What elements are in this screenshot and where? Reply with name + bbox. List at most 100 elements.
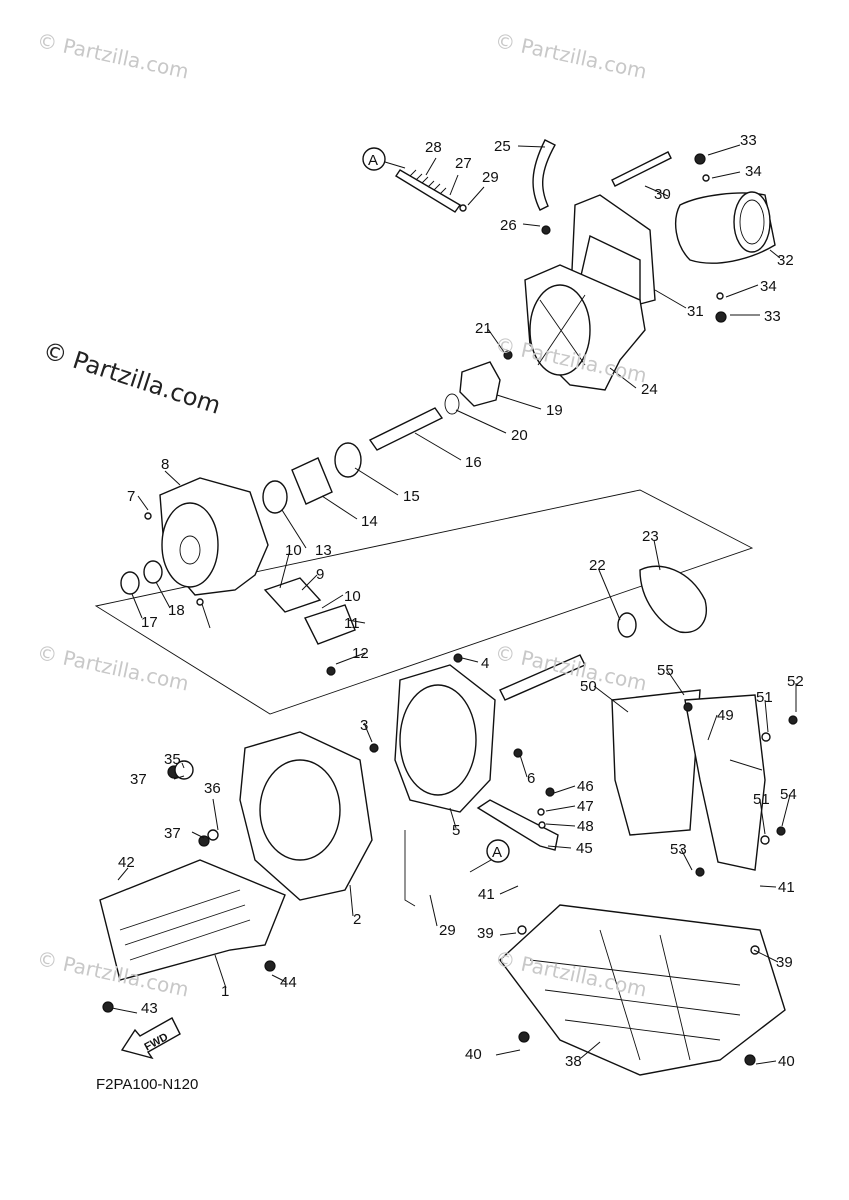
part-hose-25 bbox=[532, 139, 556, 211]
callout-30: 30 bbox=[654, 186, 671, 203]
callout-3: 3 bbox=[360, 717, 368, 734]
callout-17: 17 bbox=[141, 614, 158, 631]
callout-51b: 51 bbox=[753, 791, 770, 808]
callout-54: 54 bbox=[780, 786, 797, 803]
part-cover-11 bbox=[304, 604, 356, 645]
callout-2: 2 bbox=[353, 911, 361, 928]
callout-40a: 40 bbox=[465, 1046, 482, 1063]
callout-48: 48 bbox=[577, 818, 594, 835]
callout-47: 47 bbox=[577, 798, 594, 815]
callout-42: 42 bbox=[118, 854, 135, 871]
callout-labels: 1 2 3 4 5 6 7 8 9 10 10 11 12 13 14 15 1… bbox=[118, 132, 804, 1070]
part-plate-49 bbox=[684, 694, 766, 871]
callout-29b: 29 bbox=[439, 922, 456, 939]
callout-31: 31 bbox=[687, 303, 704, 320]
callout-1: 1 bbox=[221, 983, 229, 1000]
leader-lines bbox=[111, 144, 797, 1065]
callout-16: 16 bbox=[465, 454, 482, 471]
callout-52: 52 bbox=[787, 673, 804, 690]
part-oring-20 bbox=[444, 393, 460, 415]
callout-46: 46 bbox=[577, 778, 594, 795]
callout-10b: 10 bbox=[344, 588, 361, 605]
part-bracket-45 bbox=[476, 799, 559, 851]
part-plate-9 bbox=[263, 577, 322, 613]
callout-21: 21 bbox=[475, 320, 492, 337]
callout-28: 28 bbox=[425, 139, 442, 156]
callout-5: 5 bbox=[452, 822, 460, 839]
part-bolt-30 bbox=[611, 151, 672, 187]
part-drive-shaft bbox=[499, 654, 586, 701]
part-impeller-23 bbox=[639, 565, 707, 634]
callout-24: 24 bbox=[641, 381, 658, 398]
callout-12: 12 bbox=[352, 645, 369, 662]
part-seal-17 bbox=[120, 571, 140, 595]
callout-23: 23 bbox=[642, 528, 659, 545]
callout-34a: 34 bbox=[745, 163, 762, 180]
grate-bars bbox=[119, 889, 251, 961]
callout-35: 35 bbox=[164, 751, 181, 768]
part-rod-28 bbox=[395, 169, 462, 213]
part-shaft-16 bbox=[368, 407, 444, 451]
ref-marker-a-top: A bbox=[362, 147, 406, 171]
callout-27: 27 bbox=[455, 155, 472, 172]
part-plate-50 bbox=[611, 689, 701, 836]
callout-37b: 37 bbox=[164, 825, 181, 842]
callout-33b: 33 bbox=[764, 308, 781, 325]
part-grate-1 bbox=[99, 859, 286, 981]
callout-34b: 34 bbox=[760, 278, 777, 295]
callout-37a: 37 bbox=[130, 771, 147, 788]
callout-10a: 10 bbox=[285, 542, 302, 559]
callout-11: 11 bbox=[344, 615, 360, 632]
svg-text:A: A bbox=[492, 844, 502, 861]
part-cover-19 bbox=[459, 361, 501, 407]
callout-20: 20 bbox=[511, 427, 528, 444]
callout-39a: 39 bbox=[477, 925, 494, 942]
part-nozzle-32 bbox=[674, 191, 776, 264]
callout-51a: 51 bbox=[756, 689, 773, 706]
callout-50: 50 bbox=[580, 678, 597, 695]
ref-marker-a-bottom: A bbox=[469, 839, 510, 873]
callout-25: 25 bbox=[494, 138, 511, 155]
callout-40b: 40 bbox=[778, 1053, 795, 1070]
svg-text:A: A bbox=[368, 152, 378, 169]
fwd-arrow: FWD bbox=[120, 1017, 181, 1060]
part-intake-2 bbox=[239, 731, 373, 901]
callout-45: 45 bbox=[576, 840, 593, 857]
callout-43: 43 bbox=[141, 1000, 158, 1017]
callout-8: 8 bbox=[161, 456, 169, 473]
callout-4: 4 bbox=[481, 655, 489, 672]
callout-18: 18 bbox=[168, 602, 185, 619]
ref-line bbox=[404, 830, 416, 907]
callout-41a: 41 bbox=[478, 886, 495, 903]
part-spring-22 bbox=[617, 612, 637, 638]
callout-6: 6 bbox=[527, 770, 535, 787]
callout-44: 44 bbox=[280, 974, 297, 991]
callout-19: 19 bbox=[546, 402, 563, 419]
callout-13: 13 bbox=[315, 542, 332, 559]
callout-14: 14 bbox=[361, 513, 378, 530]
part-housing-5 bbox=[394, 664, 496, 813]
callout-7a: 7 bbox=[127, 488, 135, 505]
callout-49: 49 bbox=[717, 707, 734, 724]
part-bearing-15 bbox=[334, 442, 362, 478]
callout-41b: 41 bbox=[778, 879, 795, 896]
part-ride-plate-38 bbox=[499, 904, 786, 1076]
callout-32: 32 bbox=[777, 252, 794, 269]
diagram-code: F2PA100-N120 bbox=[96, 1076, 199, 1093]
part-housing-8 bbox=[159, 477, 269, 596]
callout-33a: 33 bbox=[740, 132, 757, 149]
callout-39b: 39 bbox=[776, 954, 793, 971]
callout-22: 22 bbox=[589, 557, 606, 574]
callout-38: 38 bbox=[565, 1053, 582, 1070]
callout-15: 15 bbox=[403, 488, 420, 505]
group-outline bbox=[94, 489, 754, 715]
part-housing-24 bbox=[524, 264, 646, 391]
part-collar-14 bbox=[291, 457, 333, 505]
callout-36: 36 bbox=[204, 780, 221, 797]
part-seal-18 bbox=[143, 560, 163, 584]
callout-53: 53 bbox=[670, 841, 687, 858]
callout-9: 9 bbox=[316, 566, 324, 583]
callout-55: 55 bbox=[657, 662, 674, 679]
callout-29a: 29 bbox=[482, 169, 499, 186]
